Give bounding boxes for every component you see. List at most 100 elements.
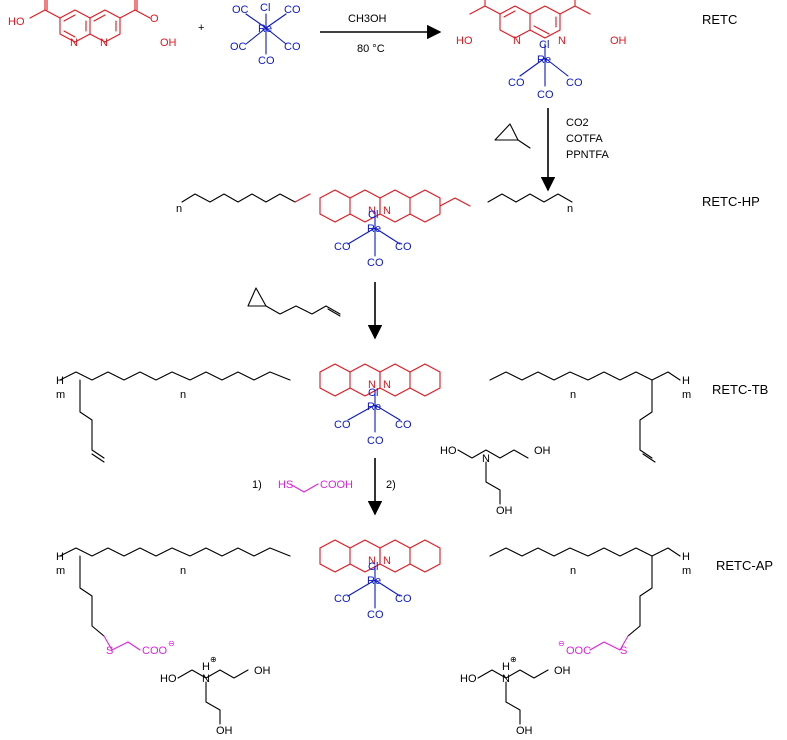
hydroxyl-label: OH: [160, 37, 177, 49]
repeat-unit-index: n: [570, 565, 576, 577]
step-number-1: 1): [252, 479, 262, 491]
carbonyl-ligand-label: OC: [230, 41, 247, 53]
hydrogen-label: H: [682, 551, 690, 563]
temperature-label: 80 °C: [357, 43, 385, 55]
thiol-label: HS: [278, 479, 293, 491]
reagent-ppntfa: PPNTFA: [566, 149, 609, 161]
repeat-unit-index: m: [682, 565, 691, 577]
rhenium-label: Re: [367, 575, 381, 587]
triethanolammonium-right: HO N H ⊕ OH OH: [460, 655, 571, 737]
carbonyl-ligand-label: CO: [258, 55, 275, 67]
carbonyl-ligand-label: CO: [334, 419, 351, 431]
hydroxyl-label: HO: [456, 35, 473, 47]
repeat-unit-index: n: [180, 565, 186, 577]
amine-nitrogen-label: N: [482, 453, 490, 465]
negative-charge-icon: ⊖: [168, 639, 175, 648]
allyl-glycidyl-ether-icon: [247, 287, 341, 317]
hydroxyl-label: HO: [440, 445, 457, 457]
carbonyl-ligand-label: CO: [537, 89, 554, 101]
reagent-cotfa: COTFA: [566, 133, 603, 145]
hydrogen-label: H: [56, 551, 64, 563]
pyridine-nitrogen-label: N: [368, 205, 376, 217]
chloride-label: Cl: [368, 387, 378, 399]
ammonium-nitrogen-label: N: [502, 673, 510, 685]
repeat-unit-index: n: [567, 203, 573, 215]
propylene-oxide-icon: [494, 123, 531, 149]
carbonyl-ligand-label: OC: [232, 4, 249, 16]
carboxylic-acid-label: O: [150, 13, 159, 25]
compound-label-retc-tb: RETC-TB: [712, 382, 768, 397]
repeat-unit-index: n: [176, 203, 182, 215]
rhenium-label: Re: [367, 401, 381, 413]
rhenium-label: Re: [258, 23, 272, 35]
pyridine-nitrogen-label: N: [558, 35, 566, 47]
positive-charge-icon: ⊕: [210, 655, 217, 664]
carbonyl-ligand-label: CO: [284, 4, 301, 16]
carboxylic-acid-label: COOH: [320, 479, 353, 491]
repeat-unit-index: n: [570, 389, 576, 401]
retc-ap-polymer: H m H m n n S S COO ⊖ OOC ⊖ N N Cl Re CO…: [56, 539, 691, 657]
carbonyl-ligand-label: CO: [334, 241, 351, 253]
pyridine-nitrogen-label: N: [513, 35, 521, 47]
chloride-label: Cl: [260, 2, 270, 14]
carbonyl-ligand-label: CO: [395, 241, 412, 253]
compound-label-retc-ap: RETC-AP: [716, 558, 773, 573]
carbonyl-ligand-label: CO: [367, 609, 384, 621]
rhenium-pentacarbonyl-chloride: Re Cl OC CO OC CO CO: [230, 2, 301, 67]
bipyridine-dicarboxylic-acid: HO O N N O OH: [8, 0, 177, 49]
step-number-2: 2): [386, 479, 396, 491]
hydroxyl-label: OH: [216, 725, 233, 737]
carbonyl-ligand-label: CO: [395, 419, 412, 431]
reagent-co2: CO2: [566, 117, 589, 129]
compound-label-retc: RETC: [702, 12, 737, 27]
compound-label-retc-hp: RETC-HP: [702, 194, 760, 209]
pyridine-nitrogen-label: N: [368, 555, 376, 567]
plus-sign: +: [198, 22, 204, 34]
hydroxyl-label: OH: [610, 35, 627, 47]
pyridine-nitrogen-label: N: [383, 379, 391, 391]
retc-tb-polymer: H m H m n n N N Cl Re CO CO CO: [56, 363, 691, 463]
pyridine-nitrogen-label: N: [383, 205, 391, 217]
rhenium-label: Re: [367, 223, 381, 235]
hydroxyl-label: OH: [516, 725, 533, 737]
thioglycolic-acid: HS COOH: [278, 479, 353, 493]
carbonyl-ligand-label: CO: [367, 257, 384, 269]
pyridine-nitrogen-label: N: [100, 37, 108, 49]
hydrogen-label: H: [682, 375, 690, 387]
carbonyl-ligand-label: CO: [284, 41, 301, 53]
pyridine-nitrogen-label: N: [383, 555, 391, 567]
hydroxyl-label: HO: [160, 673, 177, 685]
positive-charge-icon: ⊕: [510, 655, 517, 664]
repeat-unit-index: m: [56, 389, 65, 401]
chloride-label: Cl: [539, 39, 549, 51]
ammonium-hydrogen-label: H: [202, 661, 210, 673]
triethanolamine: HO N OH OH: [440, 445, 551, 517]
pyridine-nitrogen-label: N: [70, 37, 78, 49]
carbonyl-ligand-label: CO: [508, 77, 525, 89]
hydroxyl-label: HO: [8, 16, 25, 28]
hydrogen-label: H: [56, 375, 64, 387]
repeat-unit-index: m: [56, 565, 65, 577]
rhenium-label: Re: [537, 54, 551, 66]
carbonyl-ligand-label: CO: [566, 77, 583, 89]
hydroxyl-label: OH: [534, 445, 551, 457]
chloride-label: Cl: [368, 209, 378, 221]
hydroxyl-label: HO: [460, 673, 477, 685]
hydroxyl-label: OH: [254, 665, 271, 677]
negative-charge-icon: ⊖: [558, 639, 565, 648]
carbonyl-oxygen-label: O: [40, 0, 49, 2]
carbonyl-ligand-label: CO: [395, 593, 412, 605]
thioether-label: S: [106, 645, 113, 657]
carbonyl-ligand-label: CO: [334, 593, 351, 605]
ammonium-hydrogen-label: H: [502, 661, 510, 673]
thioether-label: S: [620, 645, 627, 657]
solvent-label: CH3OH: [348, 13, 387, 25]
retc-complex: HO OH N N Cl Re CO CO CO: [456, 0, 627, 101]
hydroxyl-label: OH: [554, 665, 571, 677]
ammonium-nitrogen-label: N: [202, 673, 210, 685]
hydroxyl-label: OH: [496, 505, 513, 517]
retc-hp-polymer: n n N N Cl Re CO CO CO: [176, 189, 573, 269]
carboxylate-label: COO: [142, 645, 168, 657]
pyridine-nitrogen-label: N: [368, 379, 376, 391]
